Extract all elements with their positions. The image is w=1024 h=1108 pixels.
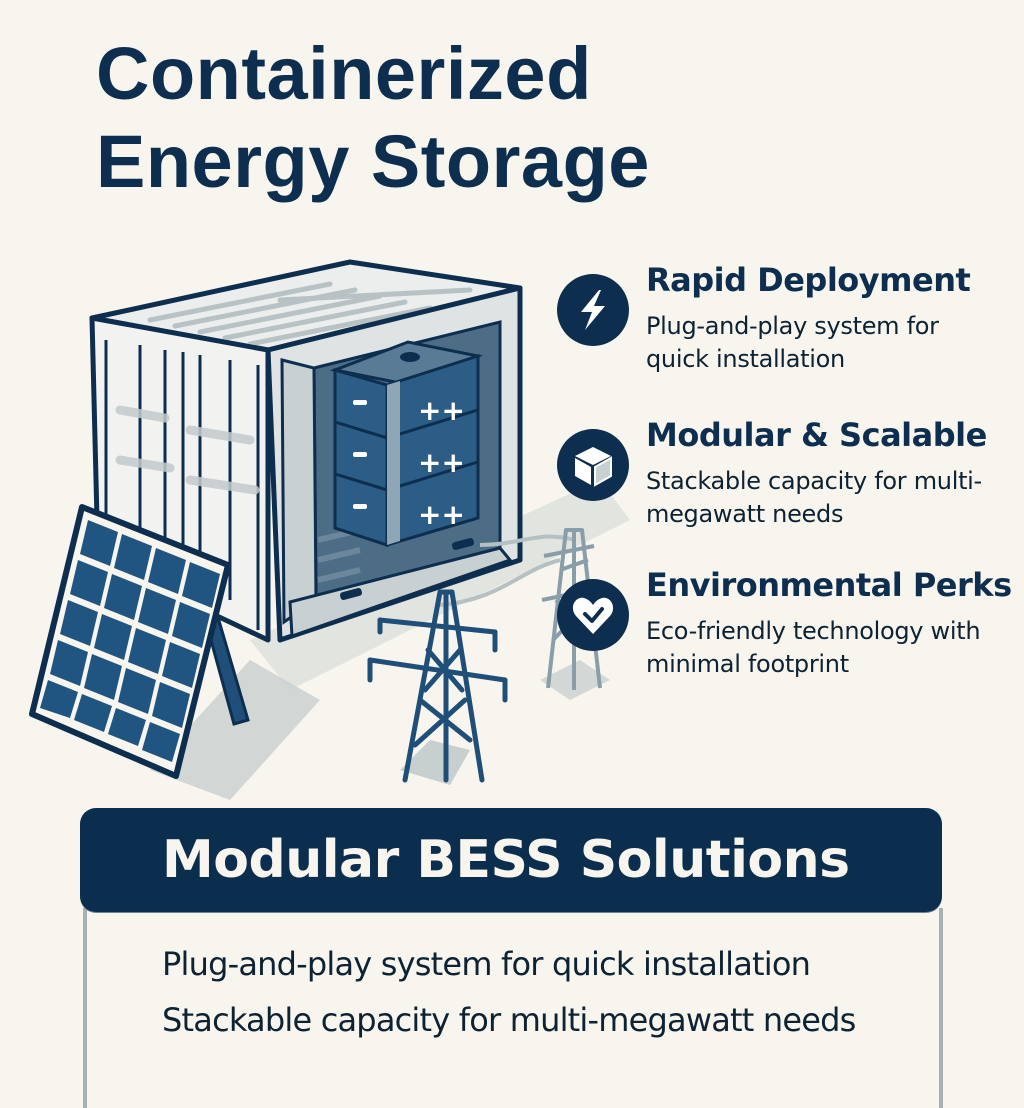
feature-title: Modular & Scalable [646,416,987,454]
svg-text:++: ++ [418,446,465,479]
cube-icon [557,429,629,501]
panel-list-item: Plug-and-play system for quick installat… [162,945,811,983]
page-title-line-2: Energy Storage [96,120,650,203]
lightning-bolt-icon [557,274,629,346]
energy-storage-illustration: ++ ++ ++ [29,259,630,800]
battery-positive-label: ++ [418,394,465,427]
feature-description: Eco-friendly technology with minimal foo… [646,617,981,678]
feature-title: Environmental Perks [646,566,1012,604]
feature-description: Stackable capacity for multi-megawatt ne… [646,467,982,528]
feature-rapid-deployment: Rapid Deployment Plug-and-play system fo… [555,258,1024,408]
panel-list-item: Stackable capacity for multi-megawatt ne… [162,1001,856,1039]
panel-list: Plug-and-play system for quick installat… [162,936,856,1048]
panel-heading: Modular BESS Solutions [162,830,850,890]
transmission-tower [367,589,508,783]
panel-header: Modular BESS Solutions [80,808,942,912]
feature-list: Rapid Deployment Plug-and-play system fo… [555,258,1024,713]
svg-text:++: ++ [418,498,465,531]
bess-solutions-panel: Modular BESS Solutions Plug-and-play sys… [80,808,943,1108]
battery-stack: ++ ++ ++ [329,340,484,548]
page-title-line-1: Containerized [96,32,592,115]
feature-description: Plug-and-play system for quick installat… [646,312,939,373]
feature-environmental-perks: Environmental Perks Eco-friendly technol… [555,563,1024,713]
feature-title: Rapid Deployment [646,261,971,299]
page-title: Containerized Energy Storage [96,30,650,206]
feature-modular-scalable: Modular & Scalable Stackable capacity fo… [555,413,1024,563]
solar-panel [29,504,250,779]
heart-check-icon [557,579,629,651]
